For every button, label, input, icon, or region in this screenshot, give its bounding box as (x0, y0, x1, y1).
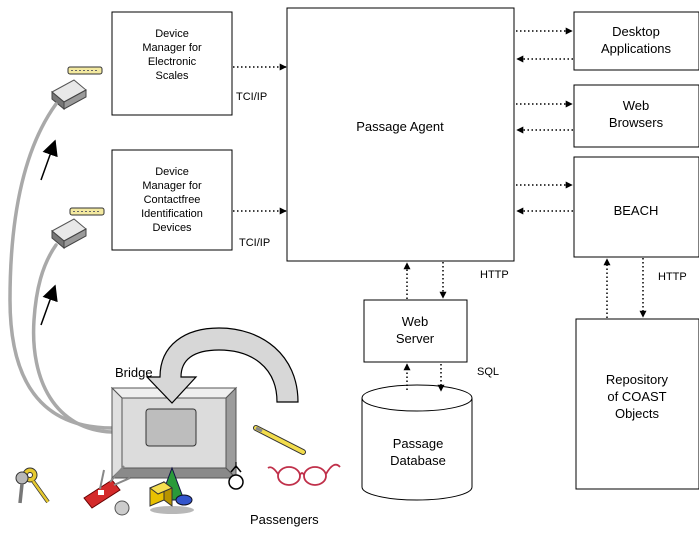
device-manager-scales-line-3: Electronic (148, 56, 197, 68)
tcp-scales-label: TCI/IP (236, 91, 267, 103)
pen-icon (253, 425, 306, 455)
cable-to-scales (8, 102, 114, 430)
device-sensor-icon (51, 207, 105, 250)
cable-to-contactfree (31, 243, 114, 434)
swiss-knife-icon (83, 465, 131, 516)
repository-box: Repository of COAST Objects (575, 318, 699, 490)
passage-agent-label: Passage Agent (356, 119, 444, 134)
device-manager-contactfree-box: Device Manager for Contactfree Identific… (111, 149, 233, 251)
glasses-icon (267, 463, 341, 486)
web-server-line-2: Server (396, 331, 435, 346)
device-manager-scales-box: Device Manager for Electronic Scales (111, 11, 233, 116)
device-manager-scales-line-1: Device (155, 28, 189, 40)
desktop-applications-line-1: Desktop (612, 24, 660, 39)
curved-placement-arrow (145, 327, 299, 404)
device-manager-contactfree-line-3: Contactfree (144, 194, 201, 206)
web-browsers-line-2: Browsers (609, 115, 664, 130)
http-agent-label: HTTP (480, 269, 509, 281)
desktop-applications-box: Desktop Applications (573, 11, 699, 71)
passage-agent-box: Passage Agent (286, 7, 515, 262)
keys-icon (15, 467, 50, 504)
bridge-device (110, 386, 238, 480)
passage-database-line-1: Passage (393, 436, 444, 451)
device-manager-scales-line-4: Scales (155, 70, 189, 82)
repository-line-2: of COAST (607, 389, 666, 404)
http-beach-label: HTTP (658, 271, 687, 283)
passengers-label: Passengers (250, 512, 319, 527)
desktop-applications-line-2: Applications (601, 41, 672, 56)
beach-box: BEACH (573, 156, 699, 258)
repository-line-1: Repository (606, 372, 669, 387)
device-sensor-icon (51, 66, 103, 111)
web-server-line-1: Web (402, 314, 429, 329)
passage-database-line-2: Database (390, 453, 446, 468)
bridge-label: Bridge (115, 365, 153, 380)
device-manager-contactfree-line-1: Device (155, 166, 189, 178)
device-manager-contactfree-line-4: Identification (141, 208, 203, 220)
device-manager-contactfree-line-2: Manager for (142, 180, 202, 192)
signal-arrow-lower (40, 284, 58, 326)
web-browsers-line-1: Web (623, 98, 650, 113)
device-manager-contactfree-line-5: Devices (152, 222, 192, 234)
shapes-icon (149, 466, 194, 514)
device-manager-scales-line-2: Manager for (142, 42, 202, 54)
beach-label: BEACH (614, 203, 659, 218)
signal-arrow-upper (40, 139, 58, 181)
passage-database-cylinder: Passage Database (361, 384, 473, 501)
web-server-box: Web Server (363, 299, 468, 363)
ring-icon (228, 462, 244, 490)
web-browsers-box: Web Browsers (573, 84, 699, 148)
tcp-contactfree-label: TCI/IP (239, 237, 270, 249)
repository-line-3: Objects (615, 406, 660, 421)
sql-label: SQL (477, 366, 499, 378)
